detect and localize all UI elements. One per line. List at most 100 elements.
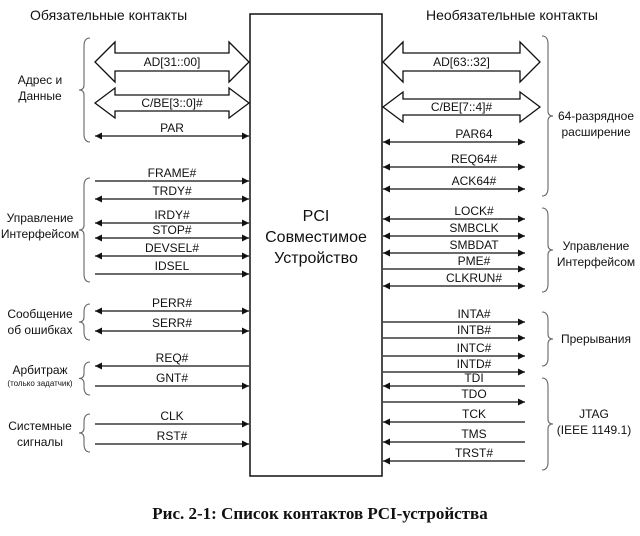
signal-right-lock-label: LOCK# (454, 204, 494, 218)
group-right-3-line-1: Прерывания (561, 332, 631, 346)
group-right-1-line-1: 64-разрядное (558, 109, 634, 123)
signal-left-gnt-label: GNT# (156, 371, 188, 385)
signal-left-serr: SERR# (95, 316, 249, 335)
signal-right-req64-label: REQ64# (451, 152, 497, 166)
group-left-5-bracket (78, 413, 91, 453)
group-right-4: JTAG (IEEE 1149.1) (557, 407, 631, 437)
group-left-3-line-2: об ошибках (8, 323, 73, 337)
device-box (249, 13, 383, 477)
figure-caption: Рис. 2-1: Список контактов PCI-устройств… (152, 504, 488, 523)
group-left-3: Сообщение об ошибках (7, 307, 73, 337)
signal-right-intc: INTC# (383, 341, 525, 360)
group-right-4-line-1: JTAG (579, 407, 609, 421)
group-left-4-line-1: Арбитраж (12, 363, 67, 377)
signal-left-perr-label: PERR# (152, 296, 192, 310)
signal-right-tck-label: TCK (462, 407, 486, 421)
group-brackets: Адрес иДанныеУправлениеИнтерфейсомСообще… (1, 35, 635, 471)
signal-arrows: PAR FRAME# TRDY# IRDY#STOP# DEVSEL# IDSEL PERR… (95, 121, 525, 465)
signal-left-devsel-label: DEVSEL# (145, 241, 199, 255)
signal-left-devsel: DEVSEL# (95, 241, 249, 260)
left-heading: Обязательные контакты (30, 7, 187, 23)
signal-left-frame-label: FRAME# (148, 166, 197, 180)
group-left-1: Адрес и Данные (18, 73, 62, 103)
signal-right-clkrun: CLKRUN# (383, 271, 525, 290)
signal-left-clk-label: CLK (160, 409, 183, 423)
bus-left-ad-31-00-label: AD[31::00] (144, 55, 201, 69)
group-left-5-line-2: сигналы (17, 435, 63, 449)
group-left-2-bracket (78, 177, 91, 283)
signal-right-smbclk: SMBCLK (383, 221, 525, 240)
bus-right-ad-63-32: AD[63::32] (382, 40, 541, 84)
group-right-3-bracket (541, 311, 554, 367)
group-right-1: 64-разрядное расширение (558, 109, 634, 139)
group-left-4-bracket (78, 361, 91, 396)
group-right-3: Прерывания (561, 332, 631, 346)
signal-right-pme-label: PME# (458, 254, 491, 268)
signal-left-idsel: IDSEL (95, 259, 249, 278)
signal-left-irdy-label: IRDY# (154, 208, 190, 222)
bus-right-ad-63-32-shape (382, 40, 541, 84)
group-right-1-bracket (541, 35, 554, 197)
signal-right-inta-label: INTA# (457, 307, 490, 321)
bus-left-ad-31-00-shape (94, 40, 250, 84)
group-left-3-bracket (78, 303, 91, 341)
group-left-4-note: (только задатчик) (7, 379, 72, 388)
group-right-1-line-2: расширение (561, 125, 630, 139)
signal-right-ack64: ACK64# (383, 174, 525, 193)
signal-left-req-label: REQ# (156, 351, 189, 365)
bus-left-c-be-3-0-shape (93, 86, 251, 120)
bus-right-c-be-7-4-label: C/BE[7::4]# (431, 100, 493, 114)
group-right-2-bracket (541, 207, 554, 293)
device-line2: Совместимое (265, 229, 367, 246)
group-left-1-line-1: Адрес и (18, 73, 62, 87)
signal-right-tdi: TDI (383, 371, 525, 390)
signal-left-trdy-label: TRDY# (152, 184, 192, 198)
bus-right-ad-63-32-label: AD[63::32] (433, 55, 490, 69)
signal-left-rst-label: RST# (157, 429, 188, 443)
group-left-3-line-1: Сообщение (7, 307, 73, 321)
bus-right-c-be-7-4-shape (381, 90, 542, 124)
signal-right-smbdat-label: SMBDAT (449, 238, 499, 252)
signal-right-par64: PAR64 (383, 127, 525, 146)
bus-left-ad-31-00: AD[31::00] (94, 40, 250, 84)
signal-left-frame: FRAME# (95, 166, 249, 185)
pci-pin-diagram: Обязательные контакты Необязательные кон… (1, 7, 635, 477)
signal-left-stop: STOP# (95, 223, 249, 242)
signal-left-trdy: TRDY# (95, 184, 249, 203)
signal-right-inta: INTA# (383, 307, 525, 326)
group-right-4-bracket (541, 377, 554, 471)
signal-right-intb: INTB# (383, 323, 525, 342)
signal-left-stop-label: STOP# (152, 223, 191, 237)
signal-left-gnt: GNT# (95, 371, 249, 390)
signal-left-req: REQ# (95, 351, 249, 370)
signal-right-tdi-label: TDI (464, 371, 483, 385)
signal-right-tdo-label: TDO (461, 387, 486, 401)
group-left-2-line-2: Интерфейсом (1, 227, 79, 241)
signal-right-intc-label: INTC# (457, 341, 492, 355)
group-left-5-line-1: Системные (8, 419, 72, 433)
signal-left-serr-label: SERR# (152, 316, 192, 330)
device-line3: Устройство (274, 250, 358, 267)
signal-left-idsel-label: IDSEL (155, 259, 190, 273)
signal-left-rst: RST# (95, 429, 249, 448)
signal-left-irdy: IRDY# (95, 208, 249, 227)
group-left-2-line-1: Управление (7, 211, 74, 225)
signal-right-trst-label: TRST# (455, 446, 493, 460)
signal-right-tdo: TDO (383, 387, 525, 406)
bus-arrows: AD[31::00]C/BE[3::0]# AD[63::32]C/BE[7::4… (93, 40, 542, 124)
signal-left-perr: PERR# (95, 296, 249, 315)
bus-left-c-be-3-0-label: C/BE[3::0]# (141, 96, 203, 110)
signal-right-trst: TRST# (383, 446, 525, 465)
device-title: PCI (303, 208, 330, 225)
signal-right-intd: INTD# (383, 357, 525, 376)
group-right-4-line-2: (IEEE 1149.1) (557, 423, 631, 437)
signal-left-par-label: PAR (160, 121, 184, 135)
signal-right-intd-label: INTD# (457, 357, 492, 371)
signal-left-clk: CLK (95, 409, 249, 428)
group-right-2-line-1: Управление (563, 239, 630, 253)
signal-right-req64: REQ64# (383, 152, 525, 171)
group-left-1-line-2: Данные (18, 89, 62, 103)
bus-left-c-be-3-0: C/BE[3::0]# (93, 86, 251, 120)
group-left-4: Арбитраж (только задатчик) (7, 363, 72, 388)
